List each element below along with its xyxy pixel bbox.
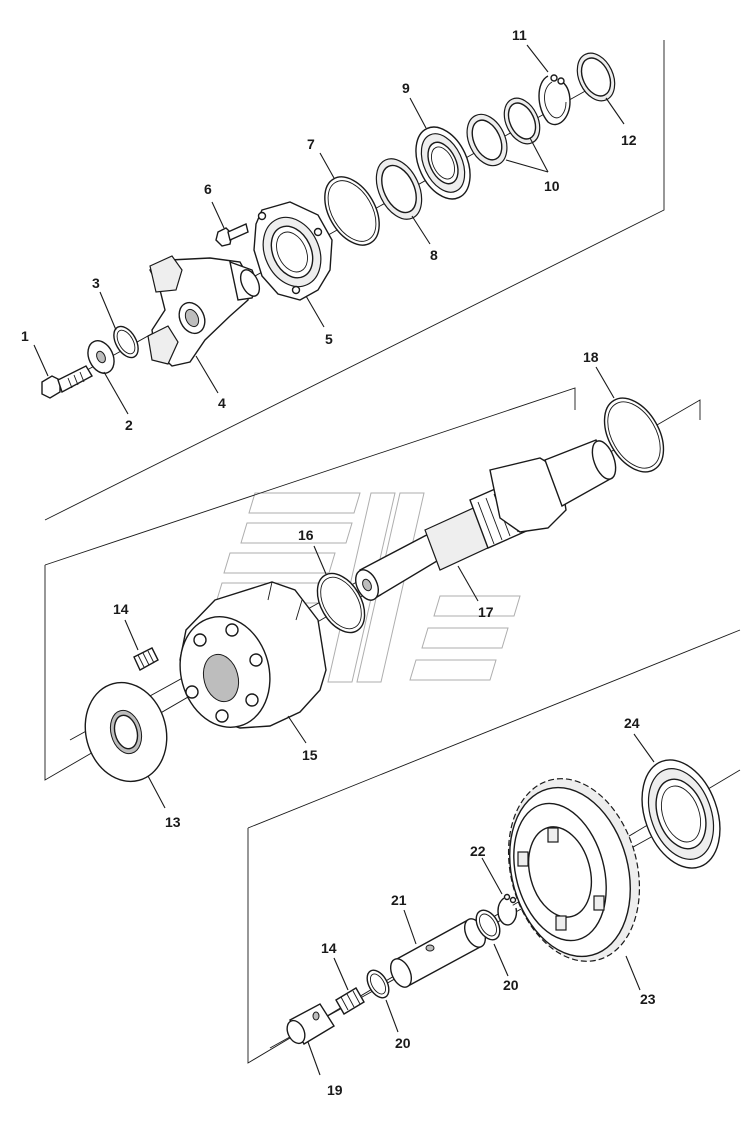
label-part-6: 6	[204, 181, 212, 197]
label-part-3: 3	[92, 275, 100, 291]
label-part-24: 24	[624, 715, 640, 731]
part-6-screw	[215, 223, 249, 247]
part-13-disc	[84, 681, 168, 783]
part-1-bolt	[41, 365, 93, 399]
part-5-flange-housing	[253, 201, 333, 301]
part-20-o-ring-upper	[475, 909, 501, 941]
label-part-1: 1	[21, 328, 29, 344]
part-17-shaft	[354, 439, 617, 602]
label-part-14-upper: 14	[113, 601, 129, 617]
label-part-20-lower: 20	[395, 1035, 411, 1051]
label-part-7: 7	[307, 136, 315, 152]
callout-labels: 1 2 3 4 5 6 7 8 9 10 11 12 13 14 15 16 1…	[21, 27, 656, 1098]
label-part-23: 23	[640, 991, 656, 1007]
label-part-22: 22	[470, 843, 486, 859]
label-part-20-upper: 20	[503, 977, 519, 993]
label-part-2: 2	[125, 417, 133, 433]
label-part-12: 12	[621, 132, 637, 148]
part-9-bearing	[415, 126, 471, 200]
label-part-9: 9	[402, 80, 410, 96]
leader-lines	[33, 44, 655, 1076]
part-11-circlip	[538, 74, 571, 126]
label-part-4: 4	[218, 395, 226, 411]
part-7-o-ring	[324, 176, 380, 246]
part-20-o-ring-lower	[366, 969, 390, 999]
label-part-21: 21	[391, 892, 407, 908]
part-14-spring-upper	[133, 647, 159, 671]
label-part-18: 18	[583, 349, 599, 365]
label-part-13: 13	[165, 814, 181, 830]
watermark-logo	[215, 492, 521, 683]
label-part-15: 15	[302, 747, 318, 763]
label-part-10: 10	[544, 178, 560, 194]
part-19-plunger	[286, 1003, 335, 1045]
part-18-o-ring	[603, 397, 665, 473]
part-16-o-ring	[316, 572, 366, 634]
part-10-rings	[466, 97, 541, 167]
label-part-19: 19	[327, 1082, 343, 1098]
part-24-bearing	[641, 759, 721, 869]
label-part-16: 16	[298, 527, 314, 543]
part-14-spring-lower	[335, 987, 365, 1015]
part-12-ring	[576, 52, 616, 102]
label-part-17: 17	[478, 604, 494, 620]
part-3-o-ring	[113, 325, 139, 359]
part-4-yoke	[147, 255, 261, 367]
part-2-washer	[87, 340, 115, 374]
label-part-11: 11	[512, 27, 527, 43]
part-23-gear	[507, 778, 641, 962]
label-part-5: 5	[325, 331, 333, 347]
part-22-circlip	[497, 893, 518, 926]
part-21-pin	[389, 918, 487, 988]
part-15-piston-housing	[179, 581, 327, 729]
part-8-seal-ring	[375, 158, 423, 220]
label-part-8: 8	[430, 247, 438, 263]
label-part-14-lower: 14	[321, 940, 337, 956]
